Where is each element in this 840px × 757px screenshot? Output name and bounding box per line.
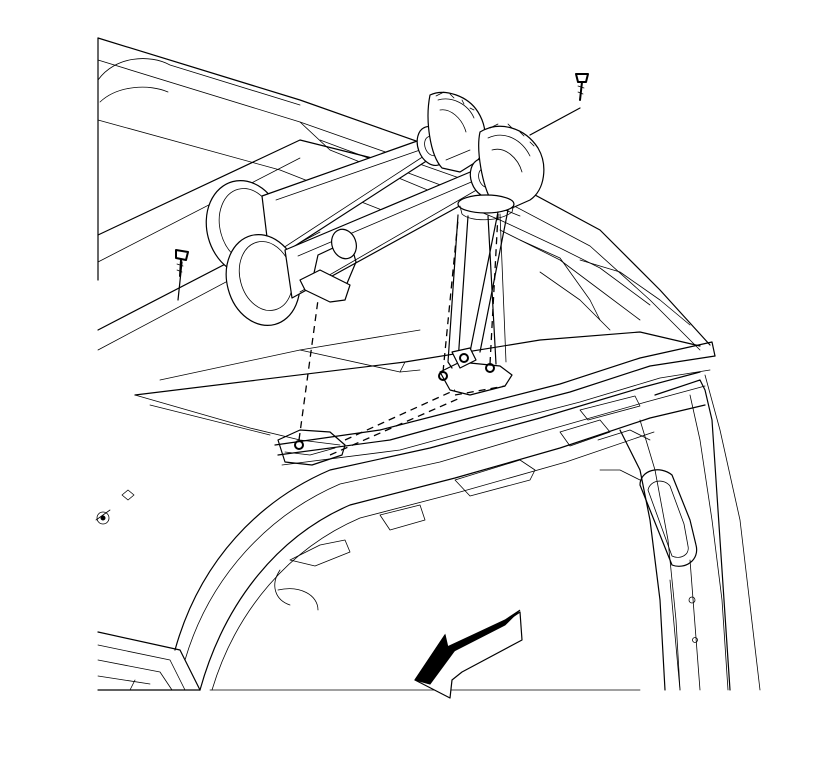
bolt (175, 249, 189, 277)
roof-mounting-marks (95, 489, 135, 525)
lower-body-structure (97, 631, 641, 691)
door-opening-pillar (597, 374, 761, 691)
forward-direction-arrow-icon (414, 609, 523, 699)
roof-rail (174, 341, 716, 691)
front-air-horn (225, 123, 545, 326)
horn-air-hose (447, 209, 509, 369)
bolt (575, 73, 589, 101)
horn-mounting-bracket (277, 361, 513, 466)
vehicle-roof-panel (97, 37, 711, 446)
